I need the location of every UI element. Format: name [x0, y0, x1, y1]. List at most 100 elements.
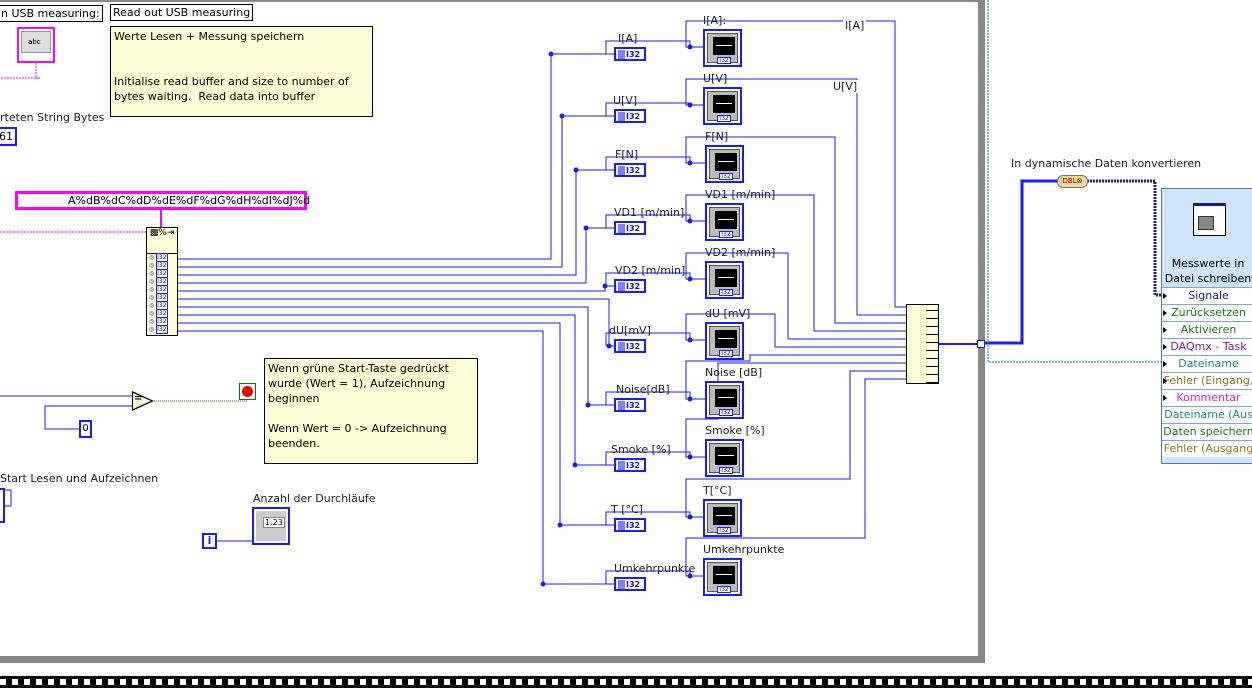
format-string-constant[interactable]: A%dB%dC%dD%dE%dF%dG%dH%dI%dJ%d — [15, 191, 310, 210]
i32-indicator[interactable]: I32 — [614, 339, 646, 353]
usb-label-left: n USB measuring: — [0, 5, 103, 22]
wire[interactable] — [605, 332, 705, 346]
graph-label: Smoke [%] — [705, 424, 765, 437]
i32-indicator[interactable]: I32 — [614, 221, 646, 235]
wire-junction — [573, 167, 579, 173]
i32-type: I32 — [618, 461, 642, 470]
i32-indicator[interactable]: I32 — [614, 279, 646, 293]
i32-indicator[interactable]: I32 — [614, 398, 646, 412]
vi-terminal[interactable]: Dateiname — [1162, 355, 1252, 372]
waveform-chart-terminal[interactable]: I32 — [705, 261, 744, 299]
wire[interactable] — [685, 378, 906, 577]
vi-terminal[interactable]: Dateiname (Aus — [1162, 406, 1252, 423]
i32-type-icon: I32 — [719, 173, 733, 180]
wire[interactable] — [985, 179, 1057, 345]
i32-type-icon: I32 — [719, 467, 733, 474]
wire[interactable] — [685, 362, 906, 458]
i32-indicator[interactable]: I32 — [614, 577, 646, 591]
comment-read: Werte Lesen + Messung speichern Initiali… — [110, 26, 373, 117]
wire[interactable] — [178, 285, 614, 292]
vi-terminal[interactable]: Fehler (Ausgang — [1162, 440, 1252, 457]
scan-output: ◎ I32 — [149, 293, 168, 302]
wire[interactable] — [178, 169, 614, 276]
vi-terminal[interactable]: DAQmx - Task — [1162, 338, 1252, 355]
scan-from-string-node[interactable]: ▩%⇥ ◎ I32◎ I32◎ I32◎ I32◎ I32◎ I32◎ I32◎… — [146, 227, 178, 336]
wire[interactable] — [605, 570, 703, 584]
vi-terminal[interactable]: Daten speichern — [1162, 423, 1252, 440]
while-loop-bottom-border[interactable] — [0, 656, 985, 663]
i32-indicator[interactable]: I32 — [614, 47, 646, 61]
i32-type-icon: I32 — [719, 350, 733, 357]
i32-type: I32 — [618, 282, 642, 291]
i32-type: I32 — [618, 112, 642, 121]
i32-indicator[interactable]: I32 — [614, 163, 646, 177]
i32-indicator[interactable]: I32 — [614, 518, 646, 532]
wire[interactable] — [1087, 179, 1162, 297]
chart-icon — [715, 211, 737, 229]
zero-constant[interactable]: 0 — [79, 420, 92, 438]
i32-type-icon: I32 — [717, 57, 731, 64]
vi-terminal[interactable]: Kommentar — [1162, 389, 1252, 406]
convert-to-dynamic-node[interactable]: DBL⊗ — [1057, 175, 1088, 188]
wire[interactable] — [178, 306, 614, 406]
wire[interactable] — [685, 136, 906, 324]
scan-output: ◎ I32 — [149, 277, 168, 286]
wire[interactable] — [685, 370, 906, 518]
wire[interactable] — [44, 405, 132, 430]
wire[interactable] — [178, 314, 614, 466]
wire[interactable] — [685, 252, 906, 340]
waveform-chart-terminal[interactable]: I32 — [705, 381, 744, 419]
waveform-chart-terminal[interactable]: I32 — [705, 203, 744, 241]
count-indicator[interactable]: 1.23 — [252, 507, 290, 545]
waveform-chart-terminal[interactable]: I32 — [705, 145, 744, 183]
wire[interactable] — [605, 451, 705, 465]
vi-terminal[interactable]: Aktivieren — [1162, 321, 1252, 338]
wire[interactable] — [178, 322, 614, 526]
chart-icon — [713, 37, 735, 55]
waveform-chart-terminal[interactable]: I32 — [705, 439, 744, 477]
wire[interactable] — [5, 489, 12, 507]
vi-terminal[interactable]: Signale — [1162, 287, 1252, 304]
wire[interactable] — [987, 0, 1162, 363]
i32-indicator[interactable]: I32 — [614, 109, 646, 123]
stop-button-terminal[interactable] — [239, 383, 256, 400]
express-vi-title: Messwerte in Datei schreiben — [1164, 257, 1252, 285]
wire[interactable] — [154, 400, 248, 402]
iteration-terminal: i — [202, 533, 217, 549]
waveform-chart-terminal[interactable]: I32 — [703, 558, 742, 596]
waveform-chart-terminal[interactable]: I32 — [703, 87, 742, 125]
wire[interactable] — [685, 194, 906, 332]
wire[interactable] — [605, 511, 703, 525]
bytes-constant[interactable]: 61 — [0, 127, 17, 146]
start-boolean-terminal[interactable] — [0, 488, 5, 523]
wire[interactable] — [178, 53, 614, 260]
string-control-terminal[interactable]: abc — [17, 27, 55, 63]
vi-terminal[interactable]: Zurücksetzen — [1162, 304, 1252, 321]
wire[interactable] — [178, 115, 614, 268]
wire[interactable] — [605, 40, 703, 54]
wire[interactable] — [605, 272, 705, 286]
wire[interactable] — [685, 354, 906, 400]
wire[interactable] — [0, 63, 37, 79]
wire[interactable] — [178, 227, 614, 284]
scan-output: ◎ I32 — [149, 301, 168, 310]
wire[interactable] — [605, 391, 705, 405]
waveform-chart-terminal[interactable]: I32 — [703, 499, 742, 537]
waveform-chart-terminal[interactable]: I32 — [703, 29, 742, 67]
wire[interactable] — [685, 313, 906, 348]
wire[interactable] — [685, 20, 906, 308]
vi-terminal[interactable]: Fehler (Eingang, — [1162, 372, 1252, 389]
wire[interactable] — [685, 78, 906, 316]
i32-indicator[interactable]: I32 — [614, 458, 646, 472]
array-tunnel — [977, 340, 985, 348]
indicator-label: VD2 [m/min] — [615, 264, 686, 277]
waveform-chart-terminal[interactable]: I32 — [705, 322, 744, 360]
while-loop-top-border — [0, 0, 980, 2]
wire[interactable] — [605, 156, 705, 170]
wire[interactable] — [605, 214, 705, 228]
while-loop-right-border[interactable] — [978, 0, 985, 663]
scan-icon: ▩%⇥ — [147, 228, 177, 254]
wire[interactable] — [178, 330, 614, 585]
build-array-node[interactable] — [906, 304, 939, 384]
